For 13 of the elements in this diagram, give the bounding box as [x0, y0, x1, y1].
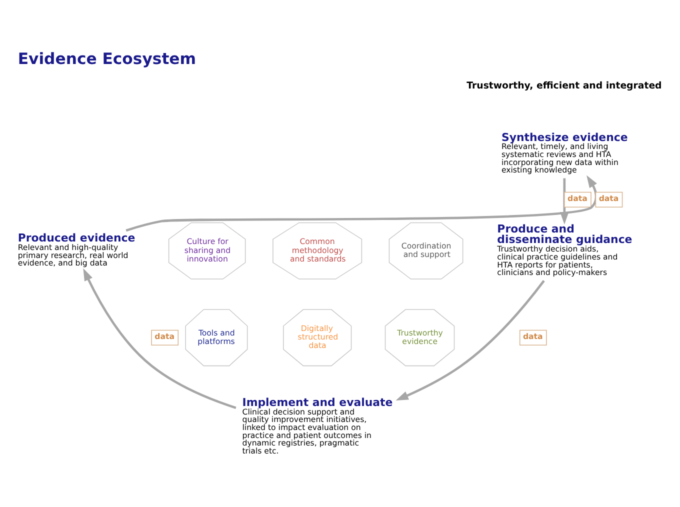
node-text: Produced evidence Relevant and high-quality primary research, real world evidence, and big data — [18, 231, 136, 268]
arrow — [83, 268, 236, 408]
node-text: Implement and evaluate Clinical decision support and quality improvement initiatives, linked to impact evaluation on practice and patient outcomes in dynamic registries, pragmatic trials etc. — [242, 395, 393, 455]
arrow — [126, 174, 598, 232]
node-text: Produce and disseminate guidance Trustworthy decision aids, clinical practice guidelines and HTA reports for patients, clinicians and policy-makers — [497, 222, 632, 277]
edge-label: data — [598, 194, 619, 203]
edge-label: data — [154, 332, 175, 341]
label: Trustworthy, efficient and integrated — [466, 80, 662, 91]
edge-label: data — [522, 332, 543, 341]
diagram-title: Evidence Ecosystem — [18, 48, 196, 68]
edge-label: data — [568, 194, 588, 203]
arrow — [396, 280, 545, 400]
node-text: Synthesize evidence Relevant, timely, and living systematic reviews and HTA incorporating new data within existing knowledge — [501, 130, 628, 174]
